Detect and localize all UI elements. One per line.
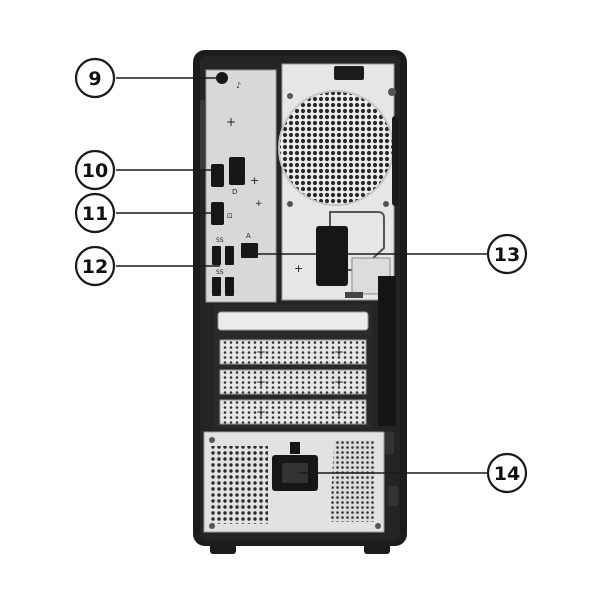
leader-lines [116,77,487,474]
fan-screw-br [383,201,389,207]
callout-9-label: 9 [88,68,101,90]
usb-port-2[interactable] [225,246,234,265]
fan-screw-tr [388,88,396,96]
security-lock-slot[interactable] [316,226,348,286]
io-side-slot [200,100,205,170]
side-handle [392,116,399,206]
usb-ss-label: SS [216,237,224,244]
callout-9: 9 [74,57,116,99]
fan-screw-tl [287,93,293,99]
slot-plus-3: + [256,375,266,389]
fan-vent [278,90,394,206]
displayport-1-glyph: D [232,188,237,196]
displayport-2-glyph: ⊡ [227,212,233,220]
rear-io-panel: ♪ + D + ⊡ SS SS A + [200,69,277,303]
slot-cover-3 [219,369,367,395]
callout-12-label: 12 [82,256,108,278]
foot-left [210,540,236,554]
psu-screw-br [375,523,381,529]
callout-14-label: 14 [494,463,520,485]
slot-plus-4: + [334,375,344,389]
slot-plus-1: + [256,345,266,359]
callout-11-label: 11 [82,203,108,225]
audio-jack[interactable] [216,72,228,84]
slot-plus-5: + [256,405,266,419]
lan-glyph: A [246,232,251,240]
power-connector-inner [282,463,308,483]
psu-switch-tab [290,442,300,454]
bracket-plus-mark: + [294,262,303,275]
displayport-1[interactable] [229,157,245,185]
expansion-slots: + + + + + + [214,276,396,454]
power-supply [203,431,398,533]
foot-right [364,540,390,554]
panel-plus-mark-3: + [255,199,263,209]
slot-cover-1 [217,311,369,331]
callout-13-label: 13 [494,244,520,266]
io-bottom-tab [345,292,363,298]
psu-vent-right [330,440,374,522]
usb-port-1[interactable] [212,246,221,265]
audio-jack-glyph: ♪ [236,81,241,90]
slot-cover-2 [219,339,367,365]
callout-14: 14 [486,452,528,494]
fan-area: + [278,63,399,301]
callout-10: 10 [74,149,116,191]
slot-plus-6: + [334,405,344,419]
usb-port-3[interactable] [212,277,221,296]
slot-cover-4 [219,399,367,425]
usb-port-4[interactable] [225,277,234,296]
psu-right-clip [388,486,398,506]
fan-top-latch [334,66,364,80]
psu-screw-tl [209,437,215,443]
slot-plus-2: + [334,345,344,359]
callout-13: 13 [486,233,528,275]
right-vertical-bar [378,276,396,426]
psu-screw-bl [209,523,215,529]
displayport-2[interactable] [211,202,224,225]
ethernet-port[interactable] [241,243,258,258]
callout-12: 12 [74,245,116,287]
hdmi-port[interactable] [211,164,224,187]
fan-screw-bl [287,201,293,207]
callout-10-label: 10 [82,160,108,182]
panel-plus-mark: + [226,115,236,129]
panel-plus-mark-2: + [250,174,259,187]
usb-ss-label-2: SS [216,269,224,276]
callout-11: 11 [74,192,116,234]
psu-vent-left [210,446,268,524]
right-clip [382,432,394,454]
